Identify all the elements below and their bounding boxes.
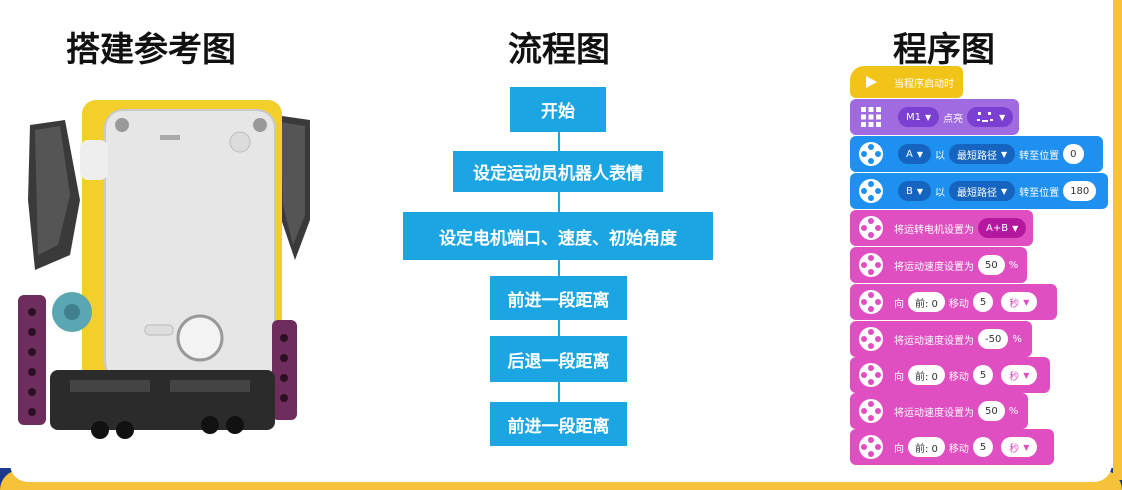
flow-step-motor-setup: 设定电机端口、速度、初始角度 [403,212,713,260]
movement-icon [856,432,886,462]
set-movement-motors-block[interactable]: 将运转电机设置为 A+B▼ [850,210,1033,246]
speed-input[interactable]: -50 [978,329,1009,349]
motor-icon [856,139,886,169]
percent-label: % [1008,259,1019,271]
direction-mode-dropdown[interactable]: 最短路径▼ [949,181,1016,201]
movement-icon [856,396,886,426]
position-input[interactable]: 0 [1063,144,1084,164]
flow-connector [558,320,560,336]
direction-mode-dropdown[interactable]: 最短路径▼ [949,144,1016,164]
flow-step-start: 开始 [510,87,606,132]
unit-dropdown[interactable]: 秒▼ [1001,292,1038,312]
speed-input[interactable]: 50 [978,401,1005,421]
motor-port-dropdown[interactable]: B▼ [898,181,932,201]
motor-pair-dropdown[interactable]: A+B▼ [978,218,1027,238]
unit-dropdown[interactable]: 秒▼ [1001,437,1038,457]
play-icon [856,67,886,97]
set-speed-label: 将运动速度设置为 [894,407,974,419]
set-motors-label: 将运转电机设置为 [894,224,974,236]
light-matrix-block[interactable]: M1▼ 点亮 ▼ [850,99,1019,135]
position-input[interactable]: 180 [1063,181,1097,201]
flow-connector [558,132,560,152]
move-for-block[interactable]: 向 前: 0 移动 5 秒▼ [850,357,1050,393]
movement-icon [856,213,886,243]
speed-input[interactable]: 50 [978,255,1005,275]
movement-icon [856,250,886,280]
motor-icon [856,176,886,206]
steering-input[interactable]: 前: 0 [908,365,945,385]
amount-input[interactable]: 5 [972,437,994,457]
flow-step-forward: 前进一段距离 [490,276,627,320]
flowchart-title: 流程图 [508,30,610,70]
robot-model-image [18,100,310,439]
move-label: 移动 [948,298,969,310]
light-matrix-icon [856,102,886,132]
face-image-dropdown[interactable]: ▼ [967,107,1014,127]
set-speed-block[interactable]: 将运动速度设置为 -50 % [850,321,1032,357]
direction-label: 向 [894,443,904,455]
move-label: 移动 [948,443,969,455]
motor-port-dropdown[interactable]: A▼ [898,144,931,164]
hat-label: 当程序启动时 [894,78,954,90]
flow-connector [558,192,560,212]
steering-input[interactable]: 前: 0 [908,292,945,312]
percent-label: % [1012,333,1022,345]
move-for-block[interactable]: 向 前: 0 移动 5 秒▼ [850,284,1057,320]
set-speed-label: 将运动速度设置为 [894,261,974,273]
movement-icon [856,324,886,354]
direction-label: 向 [894,371,904,383]
port-dropdown[interactable]: M1▼ [898,107,940,127]
amount-input[interactable]: 5 [972,292,994,312]
bottom-frame-inner [10,462,1112,482]
set-speed-label: 将运动速度设置为 [894,335,974,347]
move-label: 移动 [948,371,969,383]
movement-icon [856,360,886,390]
percent-label: % [1008,405,1019,417]
goto-label: 转至位置 [1019,150,1060,162]
reference-title: 搭建参考图 [66,30,236,70]
goto-label: 转至位置 [1019,187,1060,199]
motor-a-goto-block[interactable]: A▼ 以 最短路径▼ 转至位置 0 [850,136,1103,172]
move-for-block[interactable]: 向 前: 0 移动 5 秒▼ [850,429,1054,465]
set-speed-block[interactable]: 将运动速度设置为 50 % [850,247,1027,283]
steering-input[interactable]: 前: 0 [908,437,945,457]
with-label: 以 [935,150,945,162]
direction-label: 向 [894,298,904,310]
motor-b-goto-block[interactable]: B▼ 以 最短路径▼ 转至位置 180 [850,173,1108,209]
flow-step-forward-again: 前进一段距离 [490,402,627,446]
when-program-starts-block[interactable]: 当程序启动时 [850,66,963,98]
with-label: 以 [935,187,946,199]
face-pattern-icon [977,112,994,122]
set-speed-block[interactable]: 将运动速度设置为 50 % [850,393,1028,429]
flow-connector [558,260,560,276]
flow-step-expression: 设定运动员机器人表情 [453,151,663,192]
flow-connector [558,382,560,402]
program-title: 程序图 [893,30,995,70]
flow-step-backward: 后退一段距离 [490,336,627,382]
amount-input[interactable]: 5 [972,365,994,385]
unit-dropdown[interactable]: 秒▼ [1001,365,1038,385]
light-up-label: 点亮 [943,113,964,125]
right-frame [1113,0,1122,480]
movement-icon [856,287,886,317]
